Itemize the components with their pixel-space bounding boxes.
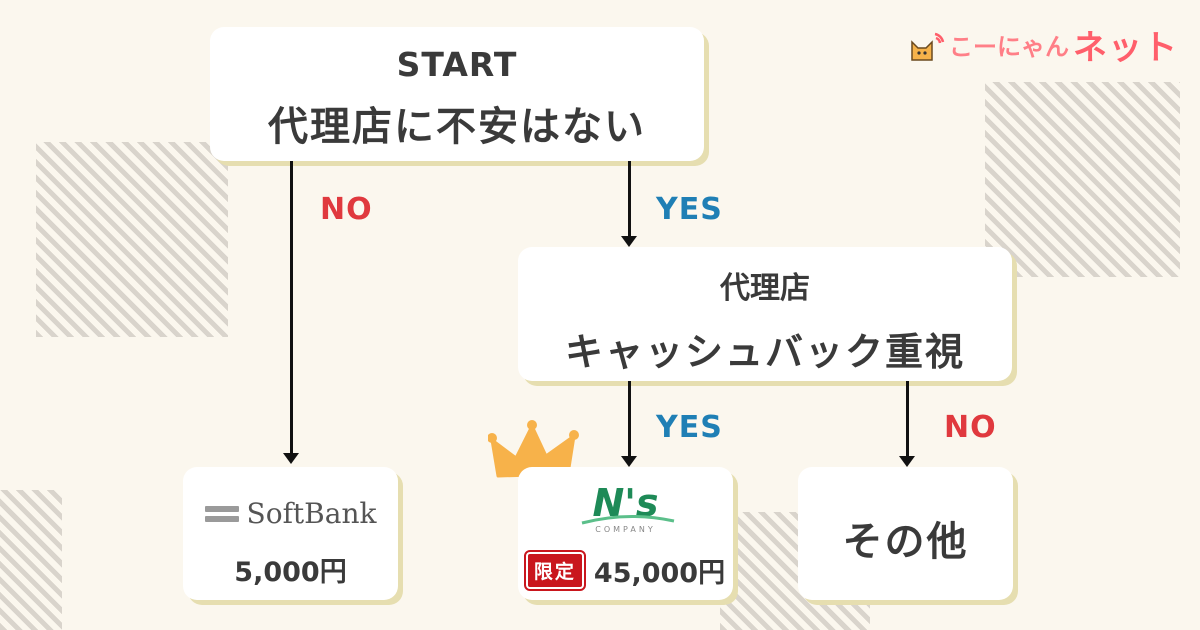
softbank-name: SoftBank (246, 497, 377, 530)
question-node: 代理店 キャッシュバック重視 (518, 247, 1012, 381)
q2-heading: 代理店 (720, 271, 810, 306)
ns-logo: N's COMPANY (518, 481, 733, 539)
start-node: START 代理店に不安はない (210, 27, 704, 161)
ns-logo-sub: COMPANY (595, 525, 656, 534)
yes-label: YES (656, 410, 723, 445)
logo-text-bold: ネット (1073, 28, 1178, 68)
result-ns-company: N's COMPANY 限定 45,000円 (518, 467, 733, 600)
other-name: その他 (842, 519, 969, 565)
connector-line (628, 161, 631, 237)
result-softbank: SoftBank 5,000円 (183, 467, 398, 600)
ns-swoosh-icon (581, 515, 675, 525)
arrowhead-icon (899, 456, 915, 467)
ns-amount: 45,000円 (593, 558, 726, 589)
no-label: NO (944, 410, 997, 445)
stripe-pattern (0, 490, 62, 630)
softbank-mark-icon (204, 502, 239, 526)
stripe-pattern (36, 142, 228, 337)
q2-question: キャッシュバック重視 (564, 330, 965, 374)
result-other: その他 (798, 467, 1013, 600)
yes-label: YES (656, 192, 723, 227)
stripe-pattern (985, 82, 1180, 277)
ns-amount-row: 限定 45,000円 (518, 550, 733, 591)
arrowhead-icon (283, 453, 299, 464)
no-label: NO (320, 192, 373, 227)
logo-text-light: こーにゃん (949, 33, 1069, 61)
arrowhead-icon (621, 236, 637, 247)
arrowhead-icon (621, 456, 637, 467)
site-logo[interactable]: こーにゃん ネット (909, 20, 1178, 69)
cat-icon (911, 32, 945, 61)
start-heading: START (396, 45, 518, 84)
connector-line (906, 381, 909, 457)
start-question: 代理店に不安はない (268, 104, 646, 150)
softbank-amount: 5,000円 (234, 557, 347, 588)
connector-line (628, 381, 631, 457)
connector-line (290, 161, 293, 454)
limited-badge: 限定 (523, 550, 586, 591)
softbank-logo: SoftBank (183, 497, 398, 530)
